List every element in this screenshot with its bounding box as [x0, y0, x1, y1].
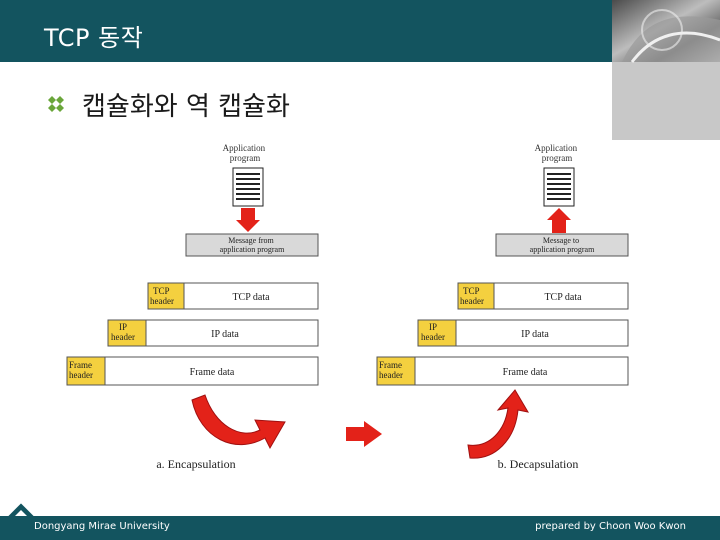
- footer-university: Dongyang Mirae University: [34, 521, 170, 532]
- decap-curved-arrow-icon: [467, 389, 530, 459]
- encap-tcp-data: [183, 282, 319, 310]
- decap-document-icon: [543, 167, 575, 207]
- decap-frame-header-text: Frame header: [379, 360, 404, 380]
- decap-tcp-header: [457, 282, 495, 310]
- bullet-icon: [48, 96, 64, 112]
- encap-frame-data-text: Frame data: [190, 367, 235, 378]
- encap-tcp-data-text: TCP data: [232, 292, 270, 303]
- encap-document-icon: [232, 167, 264, 207]
- decap-frame-data-text: Frame data: [503, 367, 548, 378]
- decap-tcp-header-text: TCP header: [460, 286, 484, 306]
- decap-message-text: Message to application program: [530, 236, 595, 254]
- footer-bar: Dongyang Mirae University prepared by Ch…: [0, 516, 720, 540]
- bullet-text: 캡슐화와 역 캡슐화: [82, 92, 290, 122]
- encap-message-box: [185, 233, 319, 257]
- encap-curved-arrow-icon: [191, 394, 286, 450]
- encap-message-text: Message from application program: [220, 236, 285, 254]
- encap-frame-header: [66, 356, 106, 386]
- decap-frame-data: [414, 356, 629, 386]
- decap-tcp-data-text: TCP data: [544, 292, 582, 303]
- encap-frame-data: [104, 356, 319, 386]
- title-bar: TCP 동작: [0, 0, 720, 62]
- encap-ip-header-text: IP header: [111, 322, 135, 342]
- decap-ip-data: [455, 319, 629, 347]
- center-right-arrow-icon: [346, 421, 382, 447]
- tcp-encapsulation-diagram: Application program Message from applica…: [0, 140, 629, 480]
- decap-ip-data-text: IP data: [521, 329, 549, 340]
- decap-frame-header: [376, 356, 416, 386]
- decap-tcp-data: [493, 282, 629, 310]
- footer-author: prepared by Choon Woo Kwon: [535, 521, 686, 532]
- decap-message-box: [495, 233, 629, 257]
- encap-frame-header-text: Frame header: [69, 360, 94, 380]
- decap-up-arrow-icon: [547, 208, 571, 233]
- slide-title: TCP 동작: [44, 24, 144, 52]
- encap-tcp-header-text: TCP header: [150, 286, 174, 306]
- encap-app-label: Application program: [223, 143, 268, 163]
- decap-app-label: Application program: [535, 143, 580, 163]
- decap-ip-header-text: IP header: [421, 322, 445, 342]
- encap-ip-data: [145, 319, 319, 347]
- decap-caption: b. Decapsulation: [498, 457, 579, 471]
- encap-app-line1: Application: [223, 143, 266, 153]
- decorative-metal-graphic: [612, 0, 720, 140]
- encap-down-arrow-icon: [236, 208, 260, 232]
- encap-caption: a. Encapsulation: [156, 457, 235, 471]
- encap-ip-data-text: IP data: [211, 329, 239, 340]
- encap-app-line2: program: [230, 153, 261, 163]
